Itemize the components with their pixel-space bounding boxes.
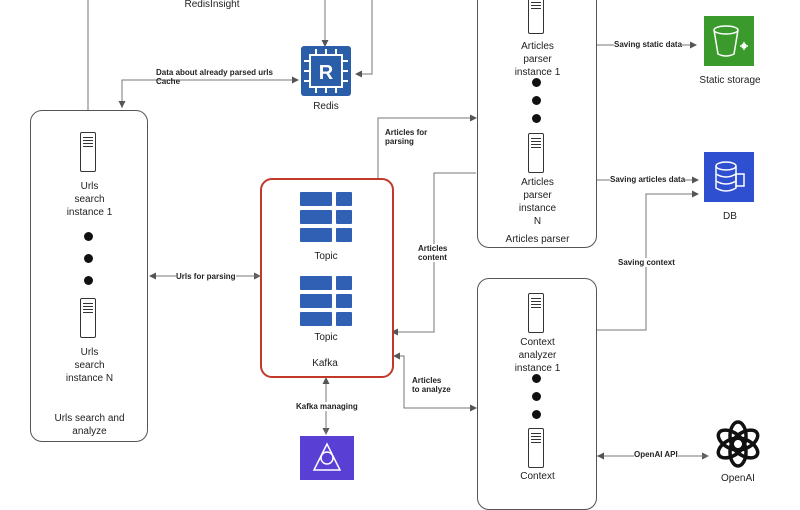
redis-node: R Redis (297, 46, 355, 112)
bucket-icon (704, 16, 754, 66)
context-instance-1-label: Context analyzer instance 1 (514, 337, 561, 374)
edge-label-saving-context: Saving context (618, 258, 675, 267)
edge-label-articles-content: Articles content (418, 244, 448, 262)
topic-icon (300, 192, 352, 244)
edge-label-saving-static: Saving static data (614, 40, 683, 49)
edge-label-openai-api: OpenAI API (634, 450, 678, 459)
redis-chip-icon: R (301, 46, 351, 96)
articles-group-title: Articles parser (505, 234, 570, 245)
urls-instance-n-label: Urls search instance N (65, 347, 114, 384)
server-icon (528, 0, 544, 34)
ellipsis-dot (532, 78, 541, 87)
articles-instance-n-label: Articles parser instance N (518, 177, 557, 227)
edge-label-cache: Data about already parsed urls Cache (156, 68, 273, 86)
openai-node: OpenAI (706, 418, 770, 484)
ellipsis-dot (532, 374, 541, 383)
urls-instance-1-label: Urls search instance 1 (66, 181, 113, 218)
kafka-group-title: Kafka (312, 358, 338, 369)
db-node: DB (700, 152, 760, 226)
ellipsis-dot (84, 232, 93, 241)
articles-instance-1-label: Articles parser instance 1 (514, 41, 561, 78)
urls-group-title: Urls search and analyze (54, 413, 125, 437)
ellipsis-dot (532, 410, 541, 419)
openai-logo-icon (716, 420, 760, 468)
ellipsis-dot (84, 254, 93, 263)
ellipsis-dot (532, 114, 541, 123)
redisinsight-node: RedisInsight (184, 0, 240, 10)
edge-articles-redis (355, 0, 373, 78)
topic-2-label: Topic (314, 332, 338, 343)
server-icon (80, 298, 96, 338)
server-icon (80, 132, 96, 172)
svg-text:R: R (319, 62, 334, 84)
static-storage-node: Static storage (690, 16, 770, 90)
server-icon (528, 133, 544, 173)
articles-parser-group (477, 0, 597, 248)
edge-label-urls-for-parsing: Urls for parsing (176, 272, 236, 281)
server-icon (528, 293, 544, 333)
ellipsis-dot (532, 392, 541, 401)
topic-icon (300, 276, 352, 328)
server-icon (528, 428, 544, 468)
topic-1-label: Topic (314, 251, 338, 262)
database-icon (704, 152, 754, 202)
ellipsis-dot (84, 276, 93, 285)
edge-label-saving-articles: Saving articles data (610, 175, 686, 184)
ellipsis-dot (532, 96, 541, 105)
edge-label-kafka-managing: Kafka managing (296, 402, 358, 411)
context-instance-n-label: Context (520, 471, 555, 482)
kafka-ui-icon (300, 436, 354, 480)
edge-label-articles-to-analyze: Articles to analyze (412, 376, 451, 394)
edge-label-articles-for-parsing: Articles for parsing (385, 128, 428, 146)
